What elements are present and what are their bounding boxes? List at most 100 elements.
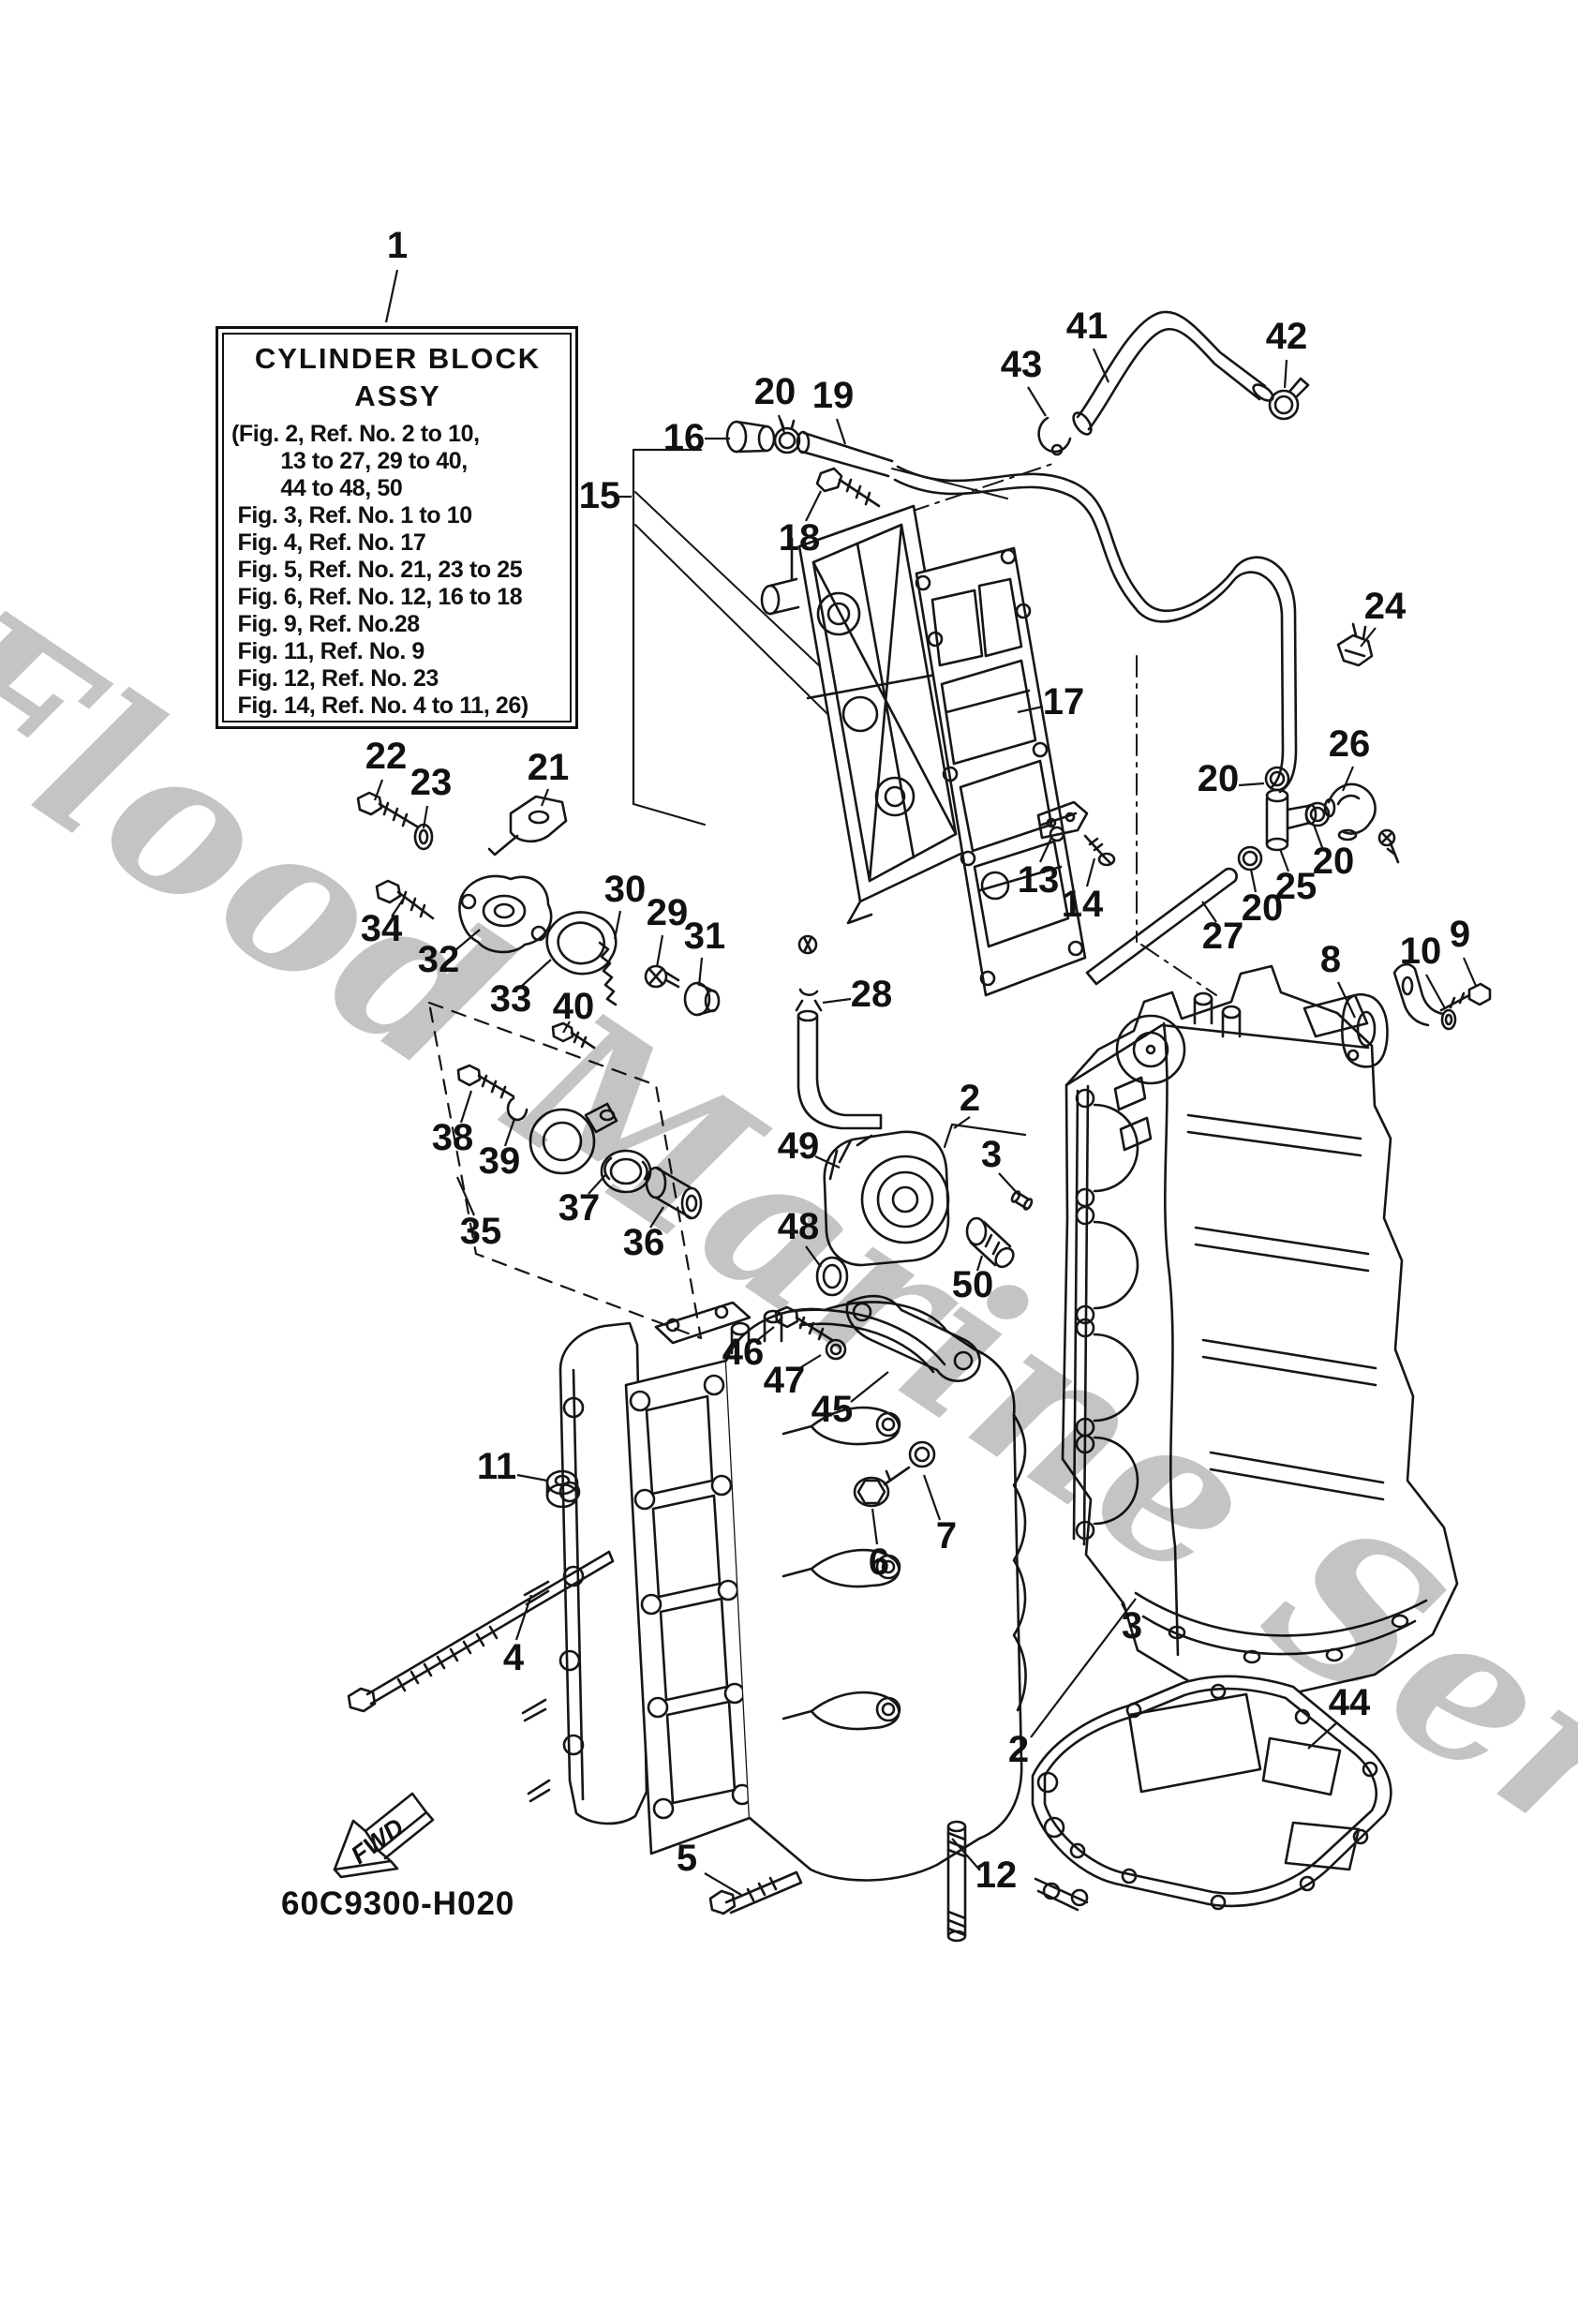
bracket-15 <box>632 448 707 827</box>
leader-27 <box>1201 901 1217 923</box>
part-label-24: 24 <box>1364 586 1407 627</box>
part-label-3a: 3 <box>981 1134 1002 1175</box>
leader-20b <box>1238 782 1265 787</box>
head-cover <box>521 1321 648 1825</box>
bolt-46 <box>774 1305 834 1342</box>
part-label-4: 4 <box>503 1637 525 1678</box>
leader-5 <box>704 1872 742 1896</box>
part-label-10: 10 <box>1400 931 1442 972</box>
washer-7 <box>908 1440 936 1468</box>
part-label-14: 14 <box>1062 884 1104 925</box>
part-label-40: 40 <box>553 986 595 1027</box>
part-label-1: 1 <box>387 225 408 266</box>
group-box-35 <box>427 1001 703 1340</box>
leader-48 <box>805 1245 822 1268</box>
screw-14 <box>1083 834 1116 867</box>
hose-41 <box>1072 310 1274 436</box>
leader-14 <box>1085 857 1096 887</box>
leader-20a <box>777 414 786 434</box>
part-label-44: 44 <box>1329 1682 1371 1723</box>
leader-33 <box>521 959 552 987</box>
hose-clamp-20b <box>1264 766 1290 792</box>
part-label-29: 29 <box>647 892 689 933</box>
leader-8 <box>1337 981 1356 1019</box>
cylinder-body <box>654 1301 1027 1882</box>
part-label-47: 47 <box>764 1360 806 1401</box>
bolt-38 <box>456 1064 515 1099</box>
part-label-27: 27 <box>1202 916 1244 957</box>
part-label-34: 34 <box>361 908 403 949</box>
part-label-38: 38 <box>432 1117 474 1158</box>
box-title-line1: CYLINDER BLOCK <box>254 342 542 375</box>
leader-25 <box>1278 848 1290 872</box>
part-label-2a: 2 <box>960 1078 980 1119</box>
leader-7 <box>922 1474 942 1521</box>
leader-21 <box>540 788 550 807</box>
cylinder-block-assy-box: CYLINDER BLOCK ASSY (Fig. 2, Ref. No. 2 … <box>216 326 578 729</box>
part-label-8: 8 <box>1320 939 1341 980</box>
drawing-code: 60C9300-H020 <box>281 1885 515 1922</box>
leader-9 <box>1462 957 1478 987</box>
washer-23-inner <box>418 828 429 845</box>
bolt-40 <box>551 1021 596 1050</box>
hose-clamp-20c <box>1304 801 1331 827</box>
leader-50 <box>975 1255 984 1272</box>
o-ring-48 <box>815 1256 849 1297</box>
stud-bolt-4 <box>347 1550 615 1713</box>
grommet-11 <box>545 1469 579 1509</box>
bracket-45 <box>845 1294 981 1382</box>
hose-clamp-20a <box>773 418 801 454</box>
box-reference-line-9: Fig. 11, Ref. No. 9 <box>231 638 425 664</box>
leader-34 <box>391 899 404 917</box>
cylinder-block <box>1061 964 1459 1695</box>
box-reference-line-4: Fig. 3, Ref. No. 1 to 10 <box>231 502 473 529</box>
part-label-18: 18 <box>779 517 821 559</box>
box-title-line2: ASSY <box>354 380 441 412</box>
leader-13 <box>1039 837 1052 863</box>
bolt-18 <box>815 467 881 508</box>
breather-fitting-16 <box>725 420 776 454</box>
part-label-25: 25 <box>1275 866 1317 907</box>
leader-49 <box>814 1155 841 1169</box>
leader-46 <box>754 1326 775 1343</box>
box-reference-line-7: Fig. 6, Ref. No. 12, 16 to 18 <box>231 584 523 610</box>
leader-3a <box>998 1172 1020 1197</box>
bolt-9 <box>1439 982 1492 1012</box>
part-label-11: 11 <box>477 1446 516 1487</box>
hose-clamp-42 <box>1268 377 1310 421</box>
part-label-33: 33 <box>490 978 532 1020</box>
part-label-43: 43 <box>1001 344 1043 385</box>
exhaust-gasket-17 <box>915 546 1087 997</box>
anode-arm-10 <box>1392 962 1457 1031</box>
part-label-15: 15 <box>579 475 621 516</box>
clamp-bracket-13 <box>1036 800 1089 840</box>
part-label-13: 13 <box>1018 859 1060 901</box>
leader-40 <box>562 1020 571 1034</box>
box-reference-line-6: Fig. 5, Ref. No. 21, 23 to 25 <box>231 557 523 583</box>
part-label-42: 42 <box>1266 316 1308 357</box>
box-reference-lines: (Fig. 2, Ref. No. 2 to 10, 13 to 27, 29 … <box>231 421 564 720</box>
part-label-26: 26 <box>1329 723 1371 765</box>
part-label-21: 21 <box>528 747 570 788</box>
part-labels: 1232345678910111213141516171819202020202… <box>361 225 1470 1896</box>
leader-23 <box>422 805 429 829</box>
washer-47 <box>825 1338 847 1361</box>
leader-22 <box>373 779 384 801</box>
part-label-35: 35 <box>460 1211 502 1252</box>
breather-hose-19 <box>796 430 894 478</box>
pressure-valve-29 <box>644 964 680 989</box>
anode-8 <box>1341 992 1389 1068</box>
hose-clip-24 <box>1336 622 1374 667</box>
leader-30 <box>613 910 622 940</box>
bolt-6 <box>853 1466 911 1508</box>
pipe-28 <box>795 934 883 1130</box>
part-label-23: 23 <box>410 762 453 803</box>
box-reference-line-1: (Fig. 2, Ref. No. 2 to 10, <box>231 421 480 447</box>
box-reference-line-2: 13 to 27, 29 to 40, <box>231 448 468 474</box>
leader-11 <box>516 1473 548 1482</box>
box-reference-line-5: Fig. 4, Ref. No. 17 <box>231 529 426 556</box>
breather-hose-long <box>893 465 1298 794</box>
part-label-50: 50 <box>952 1264 994 1305</box>
leader-17 <box>1017 705 1044 714</box>
bracket-2 <box>943 1123 1027 1149</box>
